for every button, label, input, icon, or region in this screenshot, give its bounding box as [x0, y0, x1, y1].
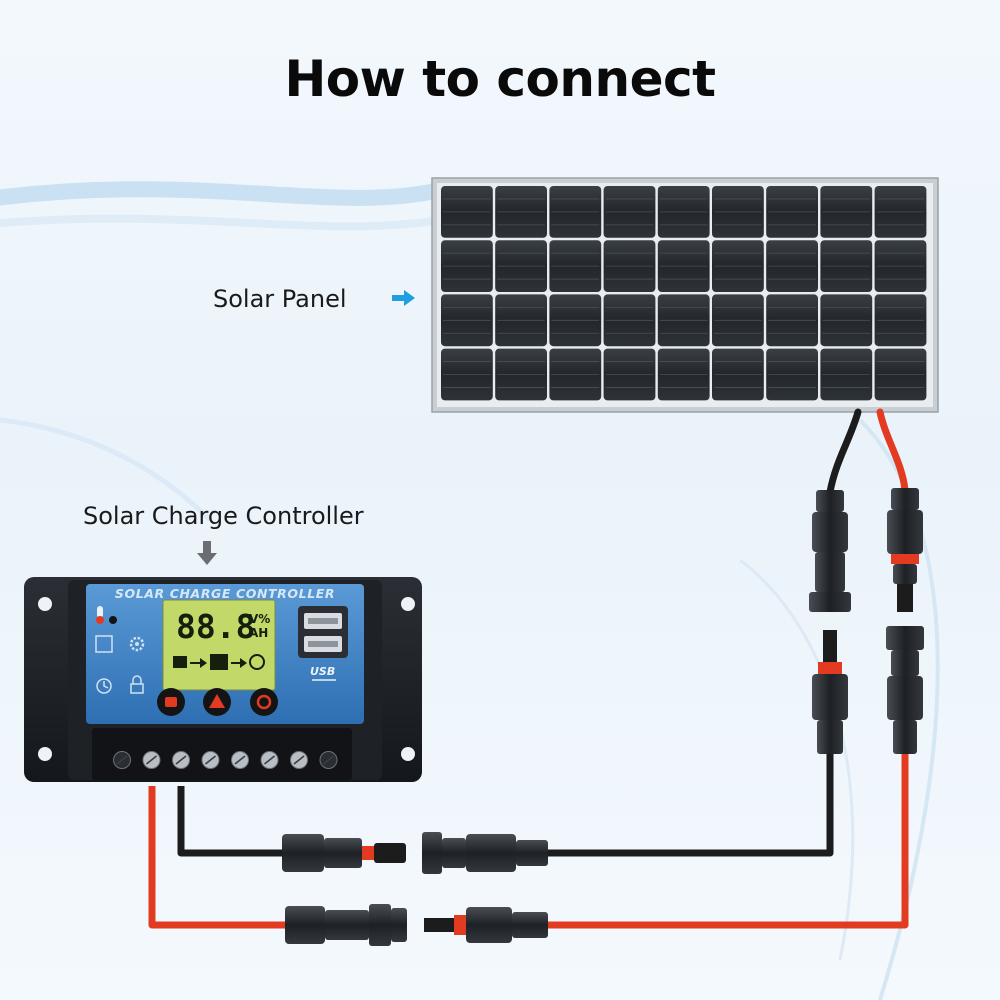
battery-button-icon	[165, 697, 177, 707]
mcu-icon	[95, 635, 113, 653]
usb-label: USB	[310, 665, 335, 678]
panel-connector-positive	[887, 488, 923, 612]
controller-face-panel: SOLAR CHARGE CONTROLLER	[86, 584, 364, 724]
up-button-icon	[209, 694, 225, 708]
terminal-slot	[264, 755, 275, 765]
charge-controller: SOLAR CHARGE CONTROLLER	[24, 577, 422, 782]
clock-icon	[96, 678, 112, 694]
solar-panel	[431, 177, 939, 413]
panel-connector-negative	[809, 490, 851, 612]
page-title: How to connect	[284, 50, 716, 108]
gear-icon	[129, 636, 145, 652]
lcd-unit-top: V%	[249, 612, 270, 626]
terminal-slot	[175, 755, 187, 765]
controller-buttons	[157, 688, 278, 716]
lcd-digits: 88.8	[176, 607, 255, 646]
power-button-icon	[256, 694, 272, 710]
terminal-block	[92, 728, 352, 780]
extension-connector-negative	[422, 832, 548, 874]
lcd-flow-icons	[173, 654, 265, 670]
terminal-slot	[116, 755, 128, 765]
thermometer-icon	[96, 606, 117, 624]
lock-icon	[130, 675, 144, 694]
usb-icon: USB	[310, 665, 336, 681]
cable-connector-positive-upper	[886, 626, 924, 754]
solar-panel-label: Solar Panel	[213, 285, 347, 313]
panel-wires	[826, 408, 909, 496]
terminal-slot	[205, 755, 216, 765]
terminal-slot	[293, 755, 305, 765]
lcd-unit-bottom: AH	[249, 626, 268, 640]
extension-cables	[548, 754, 909, 929]
terminal-slot	[146, 755, 157, 765]
controller-heading: SOLAR CHARGE CONTROLLER	[115, 586, 335, 601]
controller-label: Solar Charge Controller	[83, 502, 364, 530]
arrow-down-icon	[197, 541, 217, 565]
terminal-slot	[323, 755, 334, 765]
lcd-display: 88.8 V% AH	[162, 599, 276, 691]
usb-ports	[298, 606, 348, 658]
controller-cables	[148, 786, 285, 929]
terminal-slot	[234, 755, 246, 765]
controller-connector-negative	[282, 834, 406, 872]
controller-connector-positive	[285, 904, 407, 946]
arrow-right-icon	[392, 290, 415, 306]
terminal-screws	[113, 751, 338, 769]
solar-cells	[441, 186, 927, 401]
extension-connector-positive	[424, 907, 548, 943]
cable-connector-negative-upper	[812, 630, 848, 754]
